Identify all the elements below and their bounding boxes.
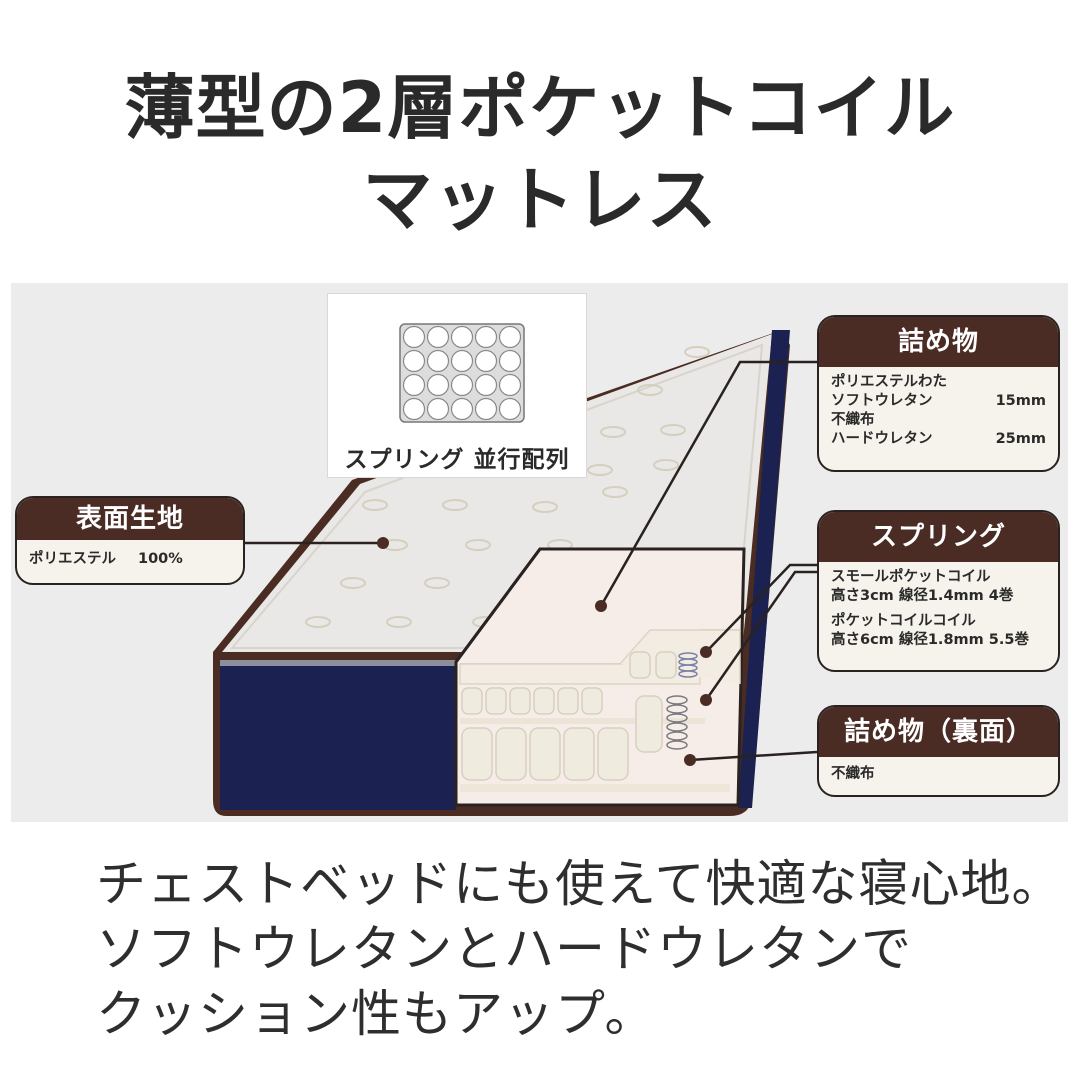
leader-dots	[377, 537, 712, 766]
spring-name: ポケットコイルコイル	[831, 613, 976, 629]
leader-lines	[245, 360, 818, 762]
material-value: 25mm	[995, 431, 1046, 447]
material-row: ハードウレタン 25mm	[831, 430, 1046, 449]
small-coil-spring	[678, 652, 698, 678]
material-value: 100%	[138, 551, 183, 567]
title-line-2: マットレス	[362, 159, 718, 241]
callout-spring: スプリング スモールポケットコイル 高さ3cm 線径1.4mm 4巻 ポケットコ…	[817, 510, 1060, 672]
material-row: ポリエステルわた	[831, 373, 1046, 392]
description-line-2: ソフトウレタンとハードウレタンで	[96, 920, 912, 978]
page-title: 薄型の2層ポケットコイル マットレス	[0, 62, 1080, 246]
title-line-1: 薄型の2層ポケットコイル	[124, 67, 956, 149]
mattress-right-side	[738, 330, 790, 808]
large-pocket-coils	[461, 695, 663, 781]
callout-filling-top: 詰め物 ポリエステルわた ソフトウレタン 15mm 不織布 ハードウレタン 25…	[817, 315, 1060, 472]
mattress-front-face	[220, 664, 456, 810]
description-line-3: クッション性もアップ。	[96, 985, 656, 1043]
material-row: ソフトウレタン 15mm	[831, 392, 1046, 411]
spring-spec: 高さ6cm 線径1.8mm 5.5巻	[831, 632, 1029, 648]
description-text: チェストベッドにも使えて快適な寝心地。 ソフトウレタンとハードウレタンで クッシ…	[96, 852, 1063, 1047]
spring-arrangement-inset: スプリング 並行配列	[327, 293, 587, 478]
description-line-1: チェストベッドにも使えて快適な寝心地。	[96, 855, 1063, 913]
callout-heading: 表面生地	[17, 498, 243, 540]
material-name: ポリエステルわた	[831, 374, 947, 390]
material-name: 不織布	[831, 412, 875, 428]
spring-grid-icon	[399, 323, 525, 423]
spring-spec: 高さ3cm 線径1.4mm 4巻	[831, 588, 1014, 604]
material-name: 不織布	[831, 766, 875, 782]
spring-name: スモールポケットコイル	[831, 569, 991, 585]
callout-heading: 詰め物	[819, 317, 1058, 367]
callout-heading: 詰め物（裏面）	[819, 707, 1058, 757]
material-name: ソフトウレタン	[831, 393, 933, 409]
material-name: ハードウレタン	[831, 431, 933, 447]
small-pocket-coils	[461, 651, 677, 715]
callout-surface-fabric: 表面生地 ポリエステル 100%	[15, 496, 245, 585]
spring-arrangement-label: スプリング 並行配列	[344, 447, 570, 473]
material-row: 不織布	[831, 411, 1046, 430]
callout-filling-bottom: 詰め物（裏面） 不織布	[817, 705, 1060, 797]
material-name: ポリエステル	[29, 551, 116, 567]
material-value: 15mm	[995, 393, 1046, 409]
large-coil-spring	[666, 695, 688, 750]
callout-heading: スプリング	[819, 512, 1058, 562]
